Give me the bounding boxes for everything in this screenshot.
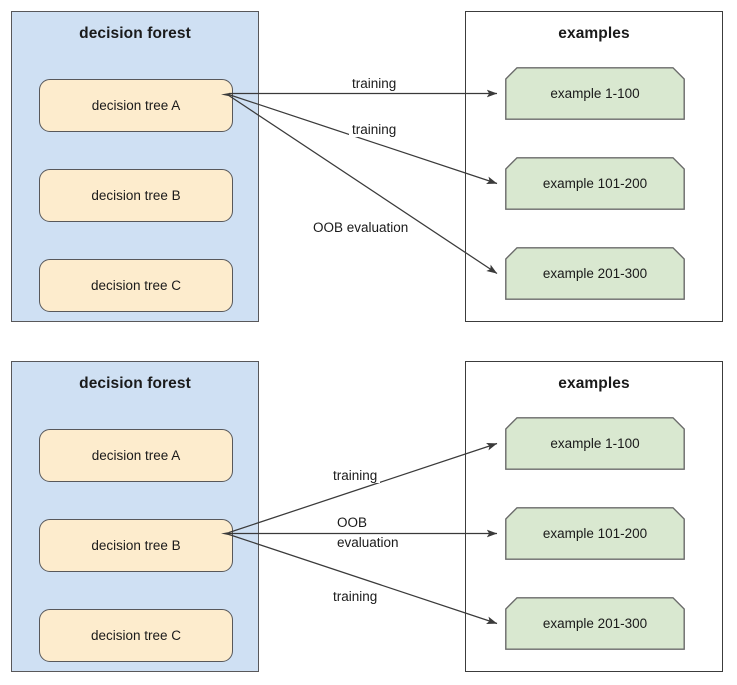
- example-node-label: example 1-100: [550, 436, 640, 451]
- example-node-201-300-bottom[interactable]: example 201-300: [505, 597, 685, 650]
- decision-forest-title-top: decision forest: [79, 25, 191, 42]
- example-node-101-200-top[interactable]: example 101-200: [505, 157, 685, 210]
- tree-node-b-top[interactable]: decision tree B: [39, 169, 233, 222]
- examples-panel-top: examples example 1-100 example 101-200 e…: [465, 11, 723, 322]
- decision-forest-panel-bottom: decision forest decision tree A decision…: [11, 361, 259, 672]
- edge-a-to-101-200: [228, 94, 498, 185]
- example-shape-icon: [505, 507, 685, 560]
- diagram-decision-tree-b: decision forest decision tree A decision…: [0, 350, 737, 685]
- example-shape-icon: [505, 157, 685, 210]
- examples-title-bottom: examples: [558, 375, 630, 392]
- example-shape-icon: [505, 67, 685, 120]
- example-node-101-200-bottom[interactable]: example 101-200: [505, 507, 685, 560]
- edge-label-training-2-bottom: training: [330, 589, 381, 604]
- edge-label-training-1-bottom: training: [330, 468, 381, 483]
- edge-label-training-2-top: training: [349, 122, 400, 137]
- tree-node-c-top[interactable]: decision tree C: [39, 259, 233, 312]
- tree-node-b-bottom[interactable]: decision tree B: [39, 519, 233, 572]
- example-node-label: example 1-100: [550, 86, 640, 101]
- example-node-201-300-top[interactable]: example 201-300: [505, 247, 685, 300]
- examples-panel-bottom: examples example 1-100 example 101-200 e…: [465, 361, 723, 672]
- edge-label-oob-line2-bottom: evaluation: [334, 535, 402, 550]
- examples-title-top: examples: [558, 25, 630, 42]
- example-node-label: example 201-300: [542, 266, 648, 281]
- diagram-decision-tree-a: decision forest decision tree A decision…: [0, 0, 737, 335]
- example-shape-icon: [505, 417, 685, 470]
- tree-node-a-bottom[interactable]: decision tree A: [39, 429, 233, 482]
- example-shape-icon: [505, 597, 685, 650]
- decision-forest-panel-top: decision forest decision tree A decision…: [11, 11, 259, 322]
- tree-node-a-top[interactable]: decision tree A: [39, 79, 233, 132]
- example-node-label: example 101-200: [542, 526, 648, 541]
- edge-label-oob-line1-bottom: OOB: [334, 515, 371, 530]
- example-shape-icon: [505, 247, 685, 300]
- decision-forest-title-bottom: decision forest: [79, 375, 191, 392]
- edge-label-training-1-top: training: [349, 76, 400, 91]
- example-node-1-100-top[interactable]: example 1-100: [505, 67, 685, 120]
- edge-label-oob-top: OOB evaluation: [310, 220, 412, 235]
- example-node-label: example 201-300: [542, 616, 648, 631]
- example-node-label: example 101-200: [542, 176, 648, 191]
- example-node-1-100-bottom[interactable]: example 1-100: [505, 417, 685, 470]
- tree-node-c-bottom[interactable]: decision tree C: [39, 609, 233, 662]
